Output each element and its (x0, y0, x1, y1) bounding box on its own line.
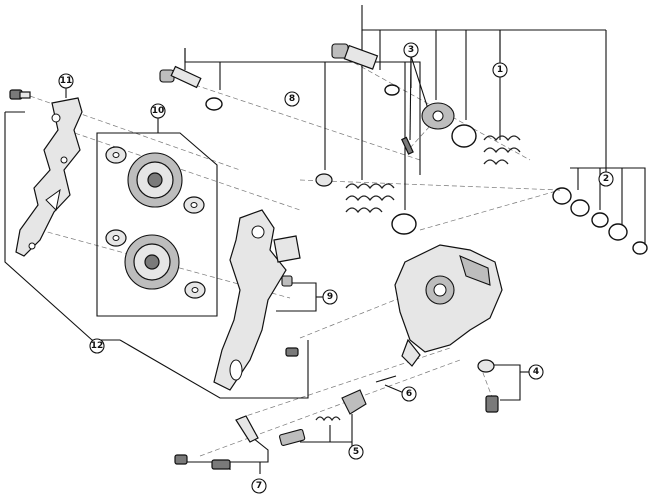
inner-plate (213, 209, 301, 391)
callout-10-label: 10 (152, 106, 165, 116)
callout-11-label: 11 (60, 76, 73, 86)
tension-pulley-assembly (105, 229, 206, 299)
b-tension-bolt (9, 89, 31, 100)
callout-9: 9 (322, 289, 338, 305)
callout-8-label: 8 (289, 94, 295, 104)
assembly-axis-lines (29, 54, 561, 457)
callout-labels: 1 2 3 4 5 6 7 8 (58, 42, 614, 494)
cable-adjuster-set (279, 389, 367, 447)
washer-set (552, 187, 648, 255)
callout-12-label: 12 (91, 341, 104, 351)
callout-4: 4 (528, 364, 544, 380)
callout-1: 1 (492, 62, 508, 78)
callout-1-label: 1 (497, 65, 503, 75)
b-adjust-screw-set (477, 359, 499, 413)
cage-spring-assembly (315, 173, 417, 235)
cage-stopper-bolt (281, 275, 299, 357)
callout-2-label: 2 (603, 174, 609, 184)
callout-2: 2 (598, 171, 614, 187)
callout-8: 8 (284, 91, 300, 107)
callout-5: 5 (348, 444, 364, 460)
callout-12: 12 (89, 338, 105, 354)
callout-6-label: 6 (406, 389, 412, 399)
callout-4-label: 4 (533, 367, 539, 377)
callout-11: 11 (58, 73, 74, 89)
outer-plate (15, 97, 83, 257)
callout-5-label: 5 (353, 447, 359, 457)
leader-lines (4, 5, 646, 474)
callout-7-label: 7 (256, 481, 262, 491)
callout-3-label: 3 (408, 45, 414, 55)
guide-pulley-assembly (105, 146, 205, 214)
pin (375, 375, 397, 383)
pulley-cage-axle (159, 65, 223, 111)
callout-10: 10 (150, 103, 166, 119)
stroke-adjust-bolt-set (174, 415, 259, 470)
callout-3: 3 (403, 42, 419, 58)
main-pivot-bolt (331, 43, 521, 166)
derailleur-main-body (394, 244, 503, 367)
callout-7: 7 (251, 478, 267, 494)
callout-6: 6 (401, 386, 417, 402)
callout-9-label: 9 (327, 292, 333, 302)
